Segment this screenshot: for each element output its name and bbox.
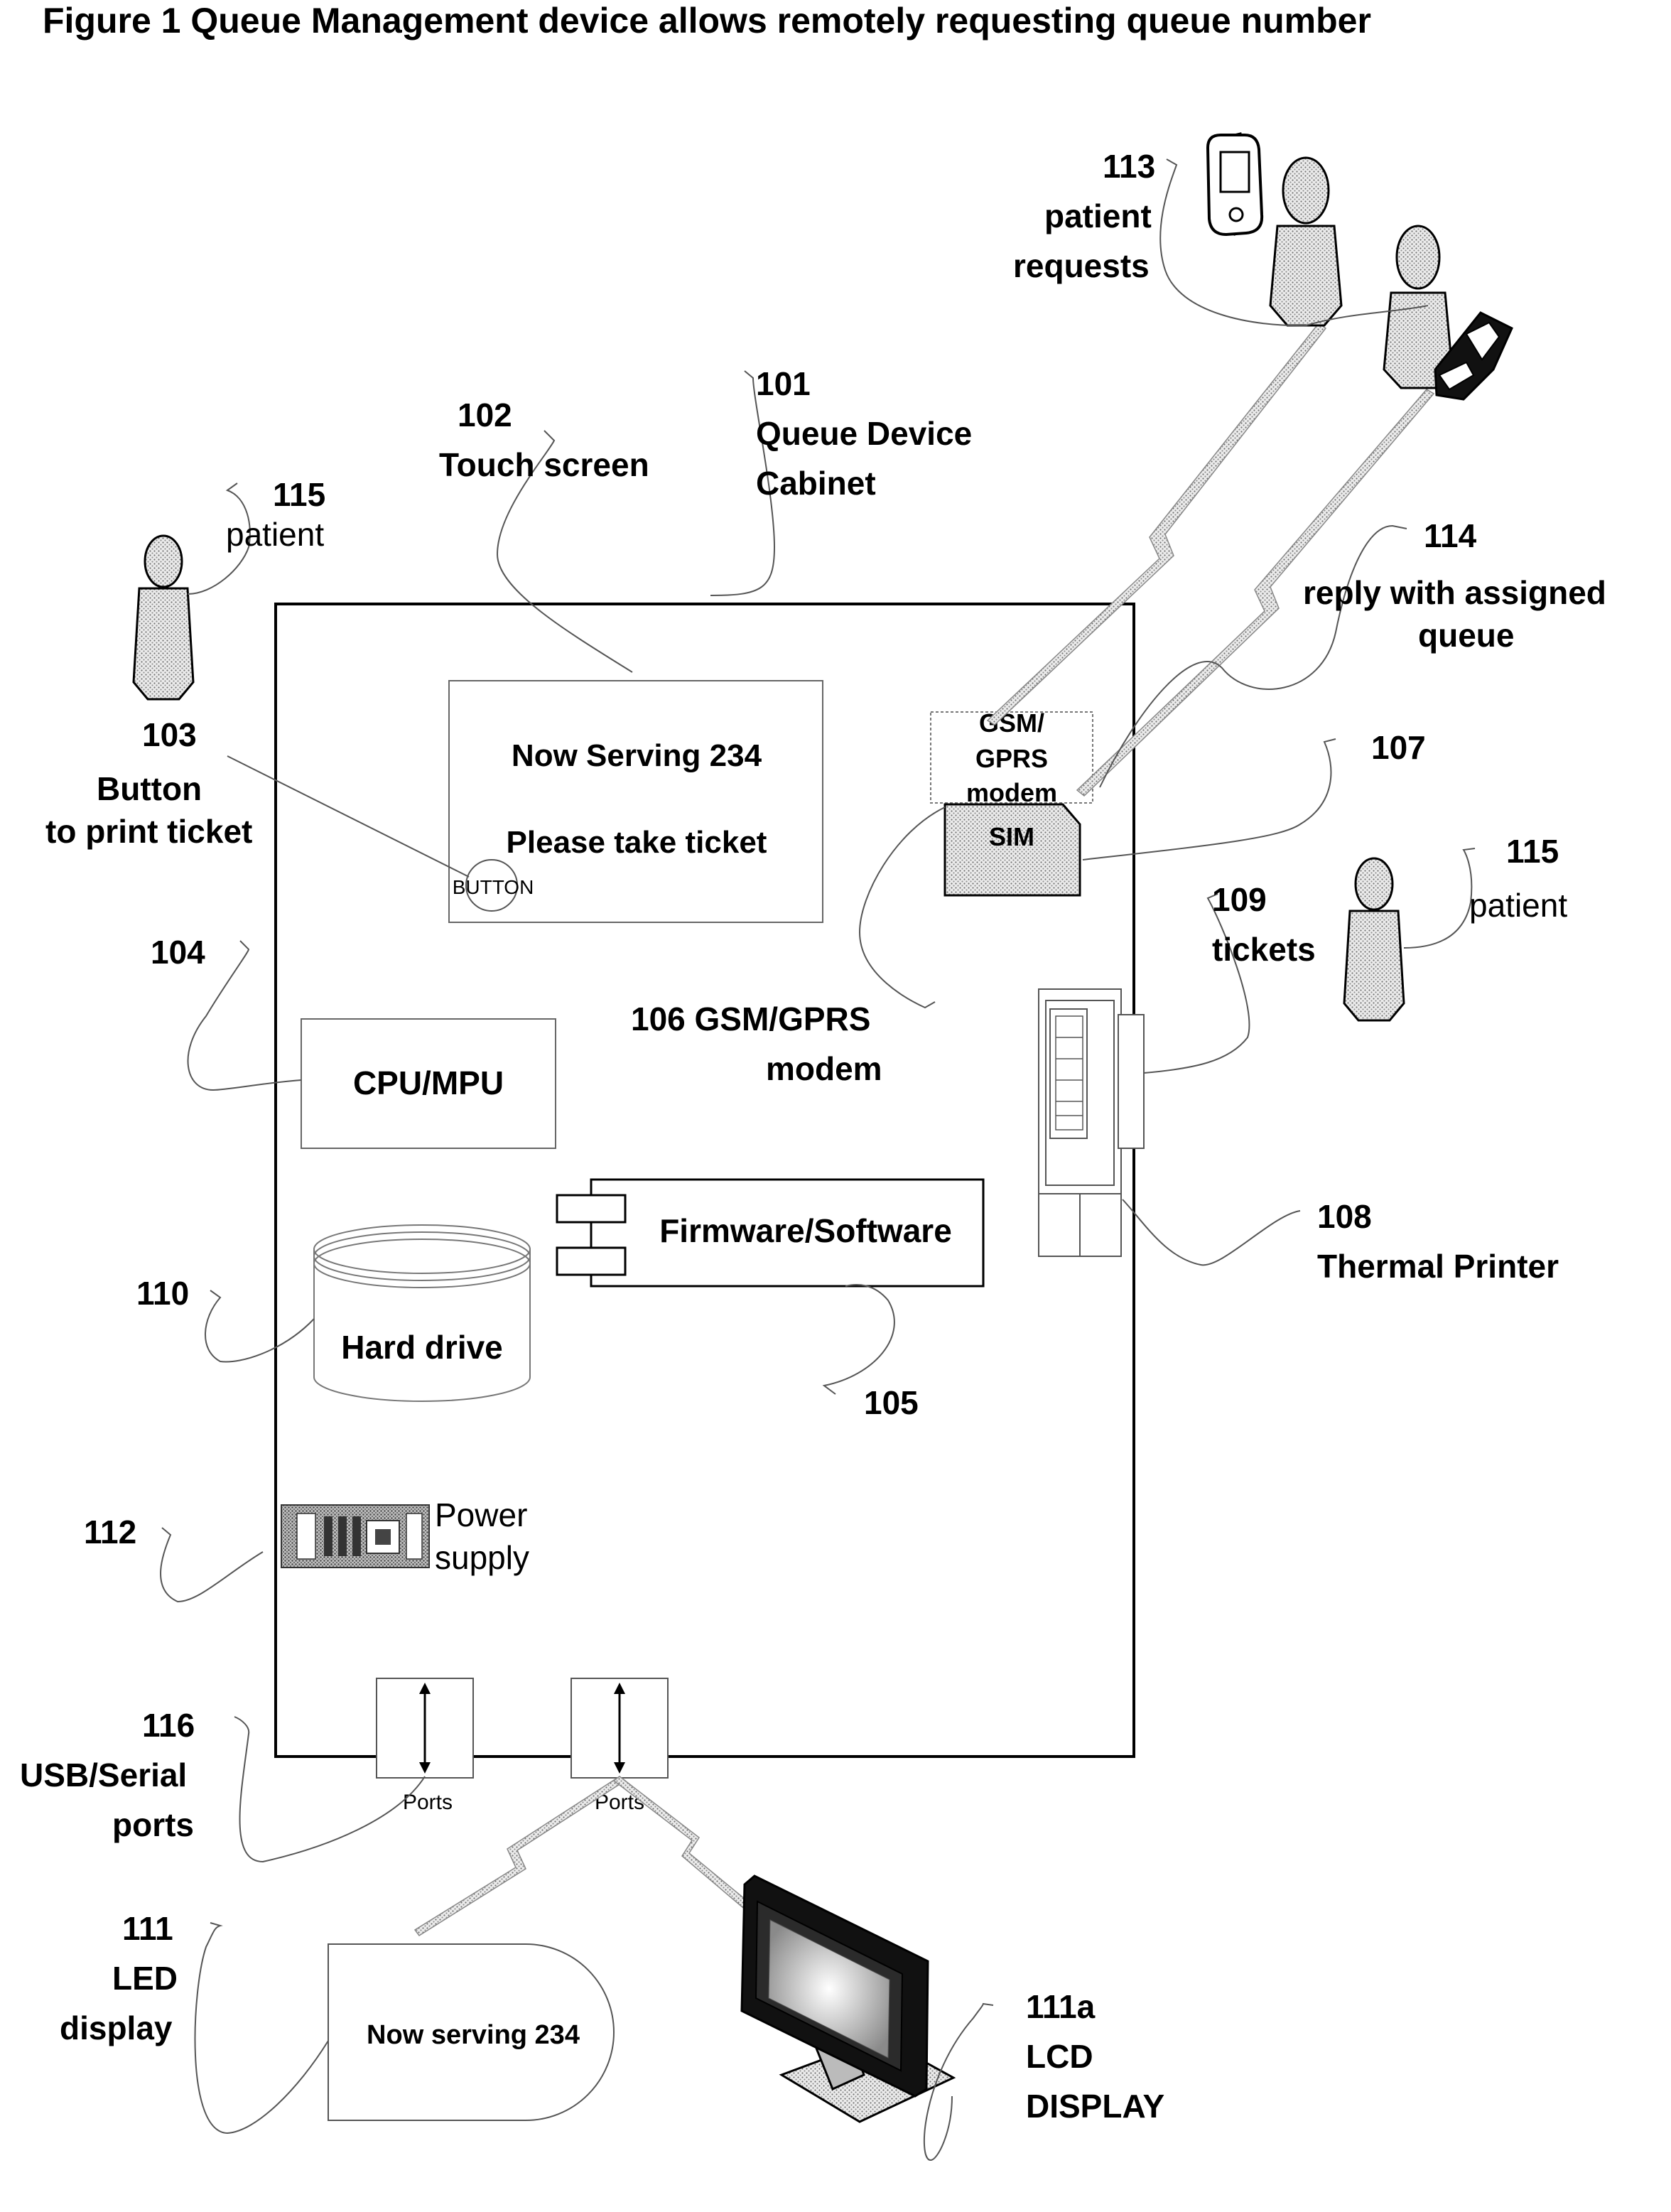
power-supply-line2: supply xyxy=(435,1539,529,1576)
label-101-line2: Cabinet xyxy=(756,465,876,502)
gsm-label-line1: GSM/ xyxy=(979,708,1044,738)
label-111a-line1: LCD xyxy=(1026,2038,1093,2075)
label-115-right-line1: patient xyxy=(1469,887,1567,924)
label-114-line2: queue xyxy=(1418,617,1514,654)
label-104-num: 104 xyxy=(151,934,205,971)
pda-device-icon xyxy=(1208,134,1262,234)
label-101-line1: Queue Device xyxy=(756,415,972,452)
label-116-line1: USB/Serial xyxy=(20,1757,187,1793)
label-109-num: 109 xyxy=(1212,881,1267,918)
label-108-num: 108 xyxy=(1317,1198,1372,1235)
power-supply-line1: Power xyxy=(435,1496,527,1533)
label-113-line1: patient xyxy=(1044,198,1152,234)
print-ticket-button-label: BUTTON xyxy=(453,876,534,898)
label-109-line1: tickets xyxy=(1212,931,1316,968)
label-115-right-num: 115 xyxy=(1506,833,1559,870)
leader-114 xyxy=(1100,526,1407,787)
patient-113-figure xyxy=(1270,158,1341,325)
patient-115-left-figure xyxy=(134,536,193,699)
leader-112 xyxy=(161,1528,263,1602)
label-116-line2: ports xyxy=(112,1806,194,1843)
firmware-tab-bottom xyxy=(557,1248,625,1275)
label-105-num: 105 xyxy=(864,1384,919,1421)
label-108-line1: Thermal Printer xyxy=(1317,1248,1559,1285)
label-103-line2: to print ticket xyxy=(45,813,252,850)
leader-111 xyxy=(195,1923,328,2133)
port-2 xyxy=(571,1678,668,1778)
label-114-num: 114 xyxy=(1424,517,1477,554)
label-111-line2: display xyxy=(60,2009,173,2046)
label-103-num: 103 xyxy=(142,716,197,753)
led-display-text: Now serving 234 xyxy=(367,2020,580,2050)
hard-drive-label: Hard drive xyxy=(341,1329,503,1366)
firmware-label: Firmware/Software xyxy=(659,1212,952,1249)
lcd-monitor xyxy=(742,1876,953,2122)
touch-screen-line1: Now Serving 234 xyxy=(512,738,762,773)
leader-109 xyxy=(1144,894,1249,1073)
touch-screen-line2: Please take ticket xyxy=(507,825,767,860)
sim-label: SIM xyxy=(989,822,1034,851)
label-106-line2: modem xyxy=(766,1050,882,1087)
firmware-tab-top xyxy=(557,1195,625,1222)
label-111-line1: LED xyxy=(112,1960,178,1997)
label-113-line2: requests xyxy=(1013,247,1150,284)
figure-title: Figure 1 Queue Management device allows … xyxy=(43,1,1371,41)
label-101-num: 101 xyxy=(756,365,811,402)
label-110-num: 110 xyxy=(136,1275,189,1312)
label-111a-line2: DISPLAY xyxy=(1026,2088,1164,2125)
label-114-line1: reply with assigned xyxy=(1303,574,1606,611)
port-1 xyxy=(377,1678,473,1778)
label-102-num: 102 xyxy=(458,396,512,433)
label-106-line1: 106 GSM/GPRS xyxy=(631,1000,870,1037)
patient-115-right-figure xyxy=(1344,858,1404,1020)
label-103-line1: Button xyxy=(97,770,202,807)
gsm-label-line3: modem xyxy=(966,778,1057,807)
power-supply xyxy=(281,1505,429,1568)
label-112-num: 112 xyxy=(84,1514,136,1550)
label-102-line1: Touch screen xyxy=(439,446,649,483)
label-111-num: 111 xyxy=(122,1910,173,1947)
link-ports-to-lcd xyxy=(614,1776,753,1911)
label-113-num: 113 xyxy=(1103,148,1155,185)
gsm-label-line2: GPRS xyxy=(975,744,1048,773)
label-111a-num: 111a xyxy=(1026,1988,1096,2025)
hard-drive xyxy=(314,1225,530,1401)
label-115-left-line1: patient xyxy=(226,516,324,553)
label-116-num: 116 xyxy=(142,1707,195,1744)
label-115-left-num: 115 xyxy=(273,476,325,513)
cpu-label: CPU/MPU xyxy=(353,1064,504,1101)
leader-108 xyxy=(1123,1199,1300,1265)
label-107-num: 107 xyxy=(1371,729,1426,766)
leader-115-right xyxy=(1404,848,1475,948)
